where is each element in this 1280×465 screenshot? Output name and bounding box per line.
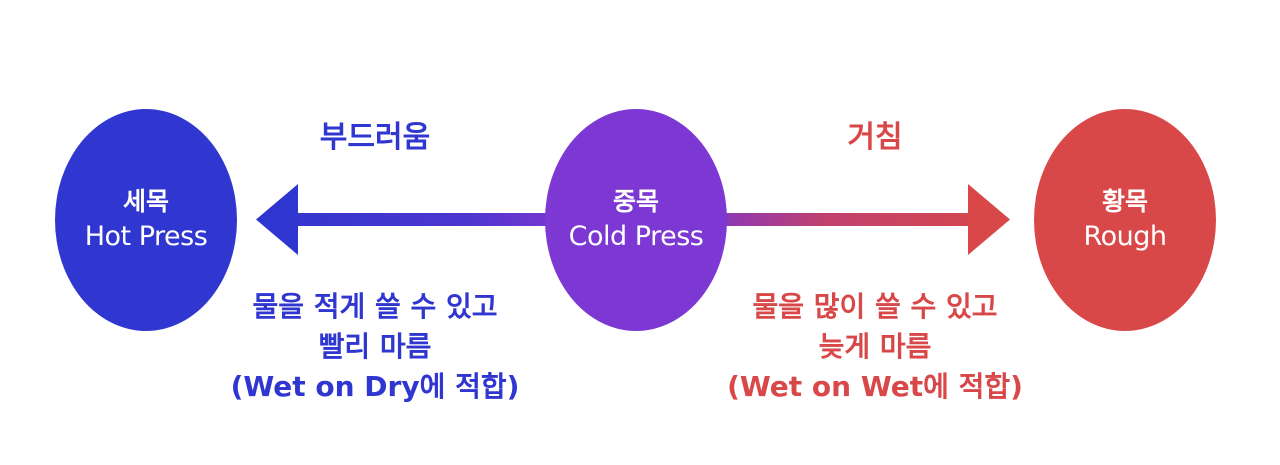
- arrow-right-rough: [725, 184, 1010, 255]
- node-hot-press-english: Hot Press: [84, 221, 208, 252]
- description-rough-line2: 늦게 마름: [818, 330, 932, 363]
- label-smooth: 부드러움: [319, 120, 431, 155]
- node-rough-korean: 황목: [1101, 187, 1148, 216]
- description-hot-press-line3: (Wet on Dry에 적합): [230, 370, 520, 403]
- description-hot-press: 물을 적게 쓸 수 있고 빨리 마름 (Wet on Dry에 적합): [205, 287, 545, 407]
- node-hot-press: 세목 Hot Press: [55, 109, 237, 331]
- node-cold-press-english: Cold Press: [568, 221, 704, 252]
- node-rough: 황목 Rough: [1034, 109, 1216, 331]
- description-hot-press-line1: 물을 적게 쓸 수 있고: [252, 290, 498, 323]
- arrow-left-smooth: [256, 184, 557, 255]
- node-hot-press-korean: 세목: [122, 187, 169, 216]
- node-cold-press-korean: 중목: [612, 187, 659, 216]
- label-rough: 거침: [847, 120, 903, 155]
- description-rough: 물을 많이 쓸 수 있고 늦게 마름 (Wet on Wet에 적합): [705, 287, 1045, 407]
- node-cold-press: 중목 Cold Press: [545, 109, 727, 331]
- description-rough-line1: 물을 많이 쓸 수 있고: [752, 290, 998, 323]
- node-rough-english: Rough: [1083, 221, 1167, 252]
- description-rough-line3: (Wet on Wet에 적합): [727, 370, 1023, 403]
- description-hot-press-line2: 빨리 마름: [318, 330, 432, 363]
